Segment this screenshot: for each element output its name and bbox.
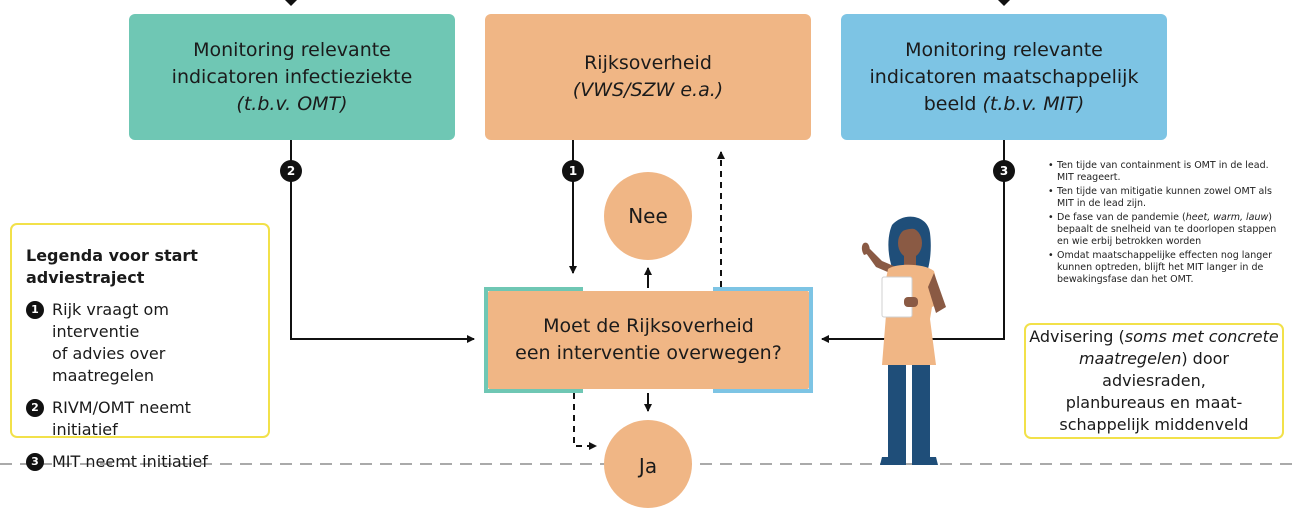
advisory-italic-2: maatregelen [1079, 349, 1182, 368]
legend-title-line1: Legenda voor start [26, 246, 198, 265]
figure-leg-right [912, 365, 930, 457]
legend-item-2: 2 RIVM/OMT neemt initiatief [26, 397, 258, 441]
decision-line2: een interventie overwegen? [515, 342, 782, 364]
note-4-text: Omdat maatschappelijke effecten nog lang… [1057, 250, 1273, 285]
figure-hand-raised [861, 242, 870, 255]
advisory-line3: planbureaus en maat- [1065, 393, 1243, 412]
note-3-text-a: De fase van de pandemie ( [1057, 212, 1186, 223]
line-social-to-decision [821, 140, 1005, 343]
top-arrowhead-right [998, 0, 1010, 6]
figure-neck [904, 255, 916, 267]
social-line2: indicatoren maatschappelijk [869, 65, 1139, 88]
woman-presenting-illustration [861, 216, 946, 465]
note-2-text: Ten tijde van mitigatie kunnen zowel OMT… [1057, 186, 1272, 209]
dashed-decision-to-ja [573, 393, 597, 450]
advisory-text-2: ) door adviesraden, [1102, 349, 1229, 390]
decision-border-green [484, 287, 583, 393]
box-decision: Moet de Rijksoverheid een interventie ov… [488, 291, 809, 389]
legend-title-line2: adviestraject [26, 268, 145, 287]
government-line2: (VWS/SZW e.a.) [572, 79, 724, 101]
note-3-text-italic: heet, warm, lauw [1185, 212, 1269, 223]
advisory-line4: schappelijk middenveld [1059, 415, 1249, 434]
note-4: Omdat maatschappelijke effecten nog lang… [1048, 250, 1288, 286]
legend-title: Legenda voor start adviestraject [26, 245, 258, 289]
social-line3-italic: (t.b.v. MIT) [982, 92, 1085, 115]
infection-line3: (t.b.v. OMT) [236, 92, 348, 115]
note-1-text: Ten tijde van containment is OMT in de l… [1057, 160, 1269, 183]
circle-nee: Nee [604, 172, 692, 260]
social-line3-plain: beeld [923, 92, 983, 115]
figure-shoe-left [880, 457, 906, 465]
figure-leg-left [888, 365, 906, 457]
legend-text-2-line2: initiatief [52, 420, 118, 439]
legend-text-1-line2: of advies over maatregelen [52, 344, 166, 385]
figure-arm-right [928, 273, 946, 313]
note-3: De fase van de pandemie (heet, warm, lau… [1048, 212, 1288, 248]
line-infection-to-decision [290, 140, 475, 343]
figure-hand-paper [904, 297, 918, 307]
legend-number-3: 3 [26, 453, 44, 471]
figure-hair-front [896, 223, 924, 235]
figure-arm-raised [866, 249, 896, 273]
advisory-text-1: Advisering ( [1029, 327, 1125, 346]
badge-1: 1 [562, 160, 584, 182]
circle-ja: Ja [604, 420, 692, 508]
legend-number-2: 2 [26, 399, 44, 417]
government-line1: Rijksoverheid [584, 52, 712, 74]
figure-shoe-right [912, 457, 938, 465]
social-line1: Monitoring relevante [905, 38, 1103, 61]
box-infection-monitoring: Monitoring relevante indicatoren infecti… [129, 14, 455, 140]
legend-text-1-line1: Rijk vraagt om interventie [52, 300, 169, 341]
notes-list: Ten tijde van containment is OMT in de l… [1048, 160, 1288, 288]
infection-line2: indicatoren infectieziekte [171, 65, 413, 88]
note-1: Ten tijde van containment is OMT in de l… [1048, 160, 1288, 184]
legend-text-3: MIT neemt initiatief [52, 452, 208, 471]
advisory-line1: Advisering (soms met concrete [1029, 326, 1279, 348]
badge-3: 3 [993, 160, 1015, 182]
legend-text-2-line1: RIVM/OMT neemt [52, 398, 191, 417]
figure-paper [881, 276, 913, 318]
advisory-line2: maatregelen) door adviesraden, [1026, 348, 1282, 392]
figure-face [898, 228, 922, 258]
decision-line1: Moet de Rijksoverheid [543, 315, 754, 337]
advisory-italic-1: soms met concrete [1124, 327, 1279, 346]
advisory-box: Advisering (soms met concrete maatregele… [1024, 323, 1284, 439]
decision-border-blue [713, 287, 813, 393]
legend-item-3: 3 MIT neemt initiatief [26, 451, 258, 473]
legend-text-2: RIVM/OMT neemt initiatief [52, 397, 191, 441]
box-social-monitoring: Monitoring relevante indicatoren maatsch… [841, 14, 1167, 140]
top-arrowhead-left [285, 0, 297, 6]
box-government: Rijksoverheid (VWS/SZW e.a.) [485, 14, 811, 140]
legend-box: Legenda voor start adviestraject 1 Rijk … [10, 223, 270, 471]
infection-line1: Monitoring relevante [193, 38, 391, 61]
note-2: Ten tijde van mitigatie kunnen zowel OMT… [1048, 186, 1288, 210]
legend-number-1: 1 [26, 301, 44, 319]
note-3-text-b: ) bepaalt de snelheid van te doorlopen s… [1057, 212, 1277, 247]
badge-2: 2 [280, 160, 302, 182]
social-line3: beeld (t.b.v. MIT) [924, 91, 1085, 118]
